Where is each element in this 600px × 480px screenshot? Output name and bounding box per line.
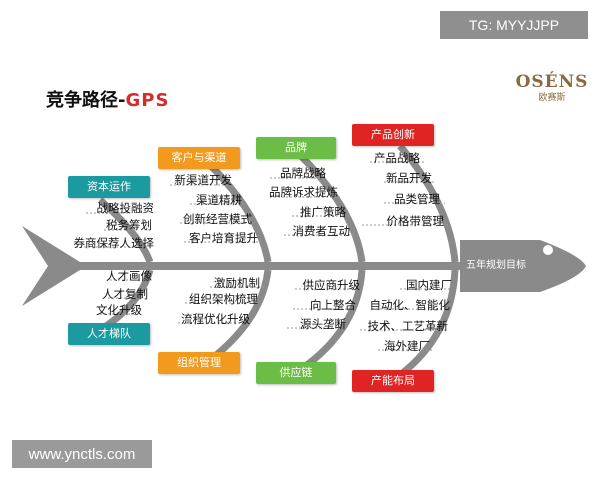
- list-item: 品牌战略: [280, 166, 326, 180]
- title-separator: -: [118, 90, 126, 111]
- fish-tail: [22, 226, 80, 306]
- list-item: 渠道精耕: [196, 193, 242, 207]
- rib-capacity: [397, 269, 459, 378]
- list-item: 品牌诉求提炼: [269, 185, 338, 199]
- list-item: 税务筹划: [106, 218, 152, 232]
- fish-head: [460, 240, 586, 292]
- category-customer: 客户与渠道: [158, 147, 240, 169]
- list-item: 价格带管理: [386, 214, 445, 228]
- category-product: 产品创新: [352, 124, 434, 146]
- category-supply: 供应链: [256, 362, 336, 384]
- rib-org: [207, 269, 272, 363]
- fish-spine: [70, 262, 530, 270]
- list-item: 自动化、智能化: [369, 298, 451, 312]
- list-item: 人才复制: [102, 287, 148, 301]
- list-item: 供应商升级: [302, 278, 361, 292]
- list-item: 海外建厂: [384, 339, 430, 353]
- list-item: 战略投融资: [96, 201, 155, 215]
- list-item: 推广策略: [300, 205, 346, 219]
- category-capacity: 产能布局: [352, 370, 434, 392]
- fish-eye: [543, 245, 553, 255]
- title-text: 竞争路径: [46, 90, 118, 111]
- title-gps: GPS: [125, 90, 170, 111]
- rib-customer: [207, 162, 272, 263]
- watermark-top: TG: MYYJJPP: [440, 11, 588, 39]
- list-item: 新渠道开发: [174, 173, 233, 187]
- list-item: 品类管理: [394, 192, 440, 206]
- category-org: 组织管理: [158, 352, 240, 374]
- category-capital: 资本运作: [68, 176, 150, 198]
- list-item: 券商保荐人选择: [73, 236, 155, 250]
- list-item: 国内建厂: [406, 278, 452, 292]
- list-item: 新品开发: [386, 171, 432, 185]
- list-item: 向上整合: [310, 298, 356, 312]
- list-item: 源头垄断: [300, 317, 346, 331]
- list-item: 人才画像: [106, 269, 152, 283]
- rib-brand: [297, 152, 366, 263]
- category-talent: 人才梯队: [68, 323, 150, 345]
- watermark-bottom: www.ynctls.com: [12, 440, 152, 468]
- list-item: 消费者互动: [292, 224, 351, 238]
- list-item: 激励机制: [214, 276, 260, 290]
- logo-brand: OSÉNS: [515, 72, 589, 92]
- rib-supply: [298, 269, 366, 373]
- list-item: 文化升级: [96, 303, 142, 317]
- list-item: 流程优化升级: [181, 312, 250, 326]
- category-brand: 品牌: [256, 137, 336, 159]
- logo-subtitle: 欧赛斯: [538, 93, 566, 103]
- rib-capital: [97, 197, 154, 264]
- list-item: 客户培育提升: [189, 231, 258, 245]
- item-leaders: [76, 161, 452, 351]
- goal-label: 五年规划目标: [466, 260, 526, 271]
- list-item: 创新经营模式: [183, 212, 252, 226]
- list-item: 组织架构梳理: [189, 292, 258, 306]
- page-title: 竞争路径-GPS: [46, 86, 169, 112]
- list-item: 技术、工艺革新: [367, 319, 449, 333]
- list-item: 产品战略: [374, 151, 420, 165]
- rib-product: [397, 143, 459, 263]
- brand-logo: OSÉNS 欧赛斯: [512, 72, 592, 103]
